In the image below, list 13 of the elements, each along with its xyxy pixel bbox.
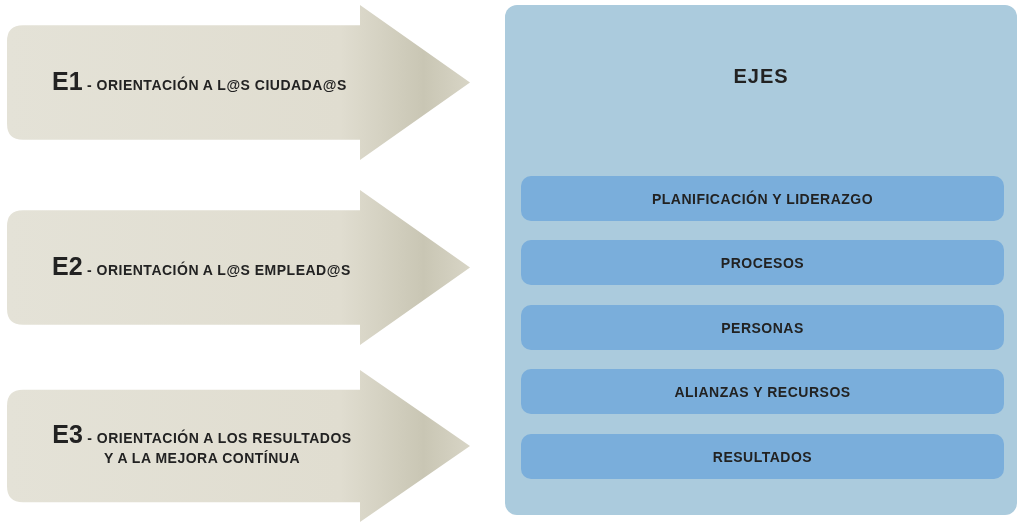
axis-code: E2 bbox=[52, 251, 83, 280]
category-bar: PROCESOS bbox=[521, 240, 1004, 285]
panel-title: EJES bbox=[733, 65, 789, 87]
axis-description: - ORIENTACIÓN A L@S EMPLEAD@S bbox=[87, 261, 351, 278]
axis-code: E1 bbox=[52, 66, 83, 95]
axis-description: - ORIENTACIÓN A LOS RESULTADOS Y A LA MEJORA CONTÍNUA bbox=[87, 430, 352, 466]
axis-code: E3 bbox=[52, 420, 83, 448]
panel bbox=[505, 5, 1017, 515]
category-bar: RESULTADOS bbox=[521, 434, 1004, 479]
category-bar: PLANIFICACIÓN Y LIDERAZGO bbox=[521, 176, 1004, 221]
category-bar: ALIANZAS Y RECURSOS bbox=[521, 369, 1004, 414]
category-bar: PERSONAS bbox=[521, 305, 1004, 350]
axis-description: - ORIENTACIÓN A L@S CIUDADA@S bbox=[87, 76, 347, 93]
